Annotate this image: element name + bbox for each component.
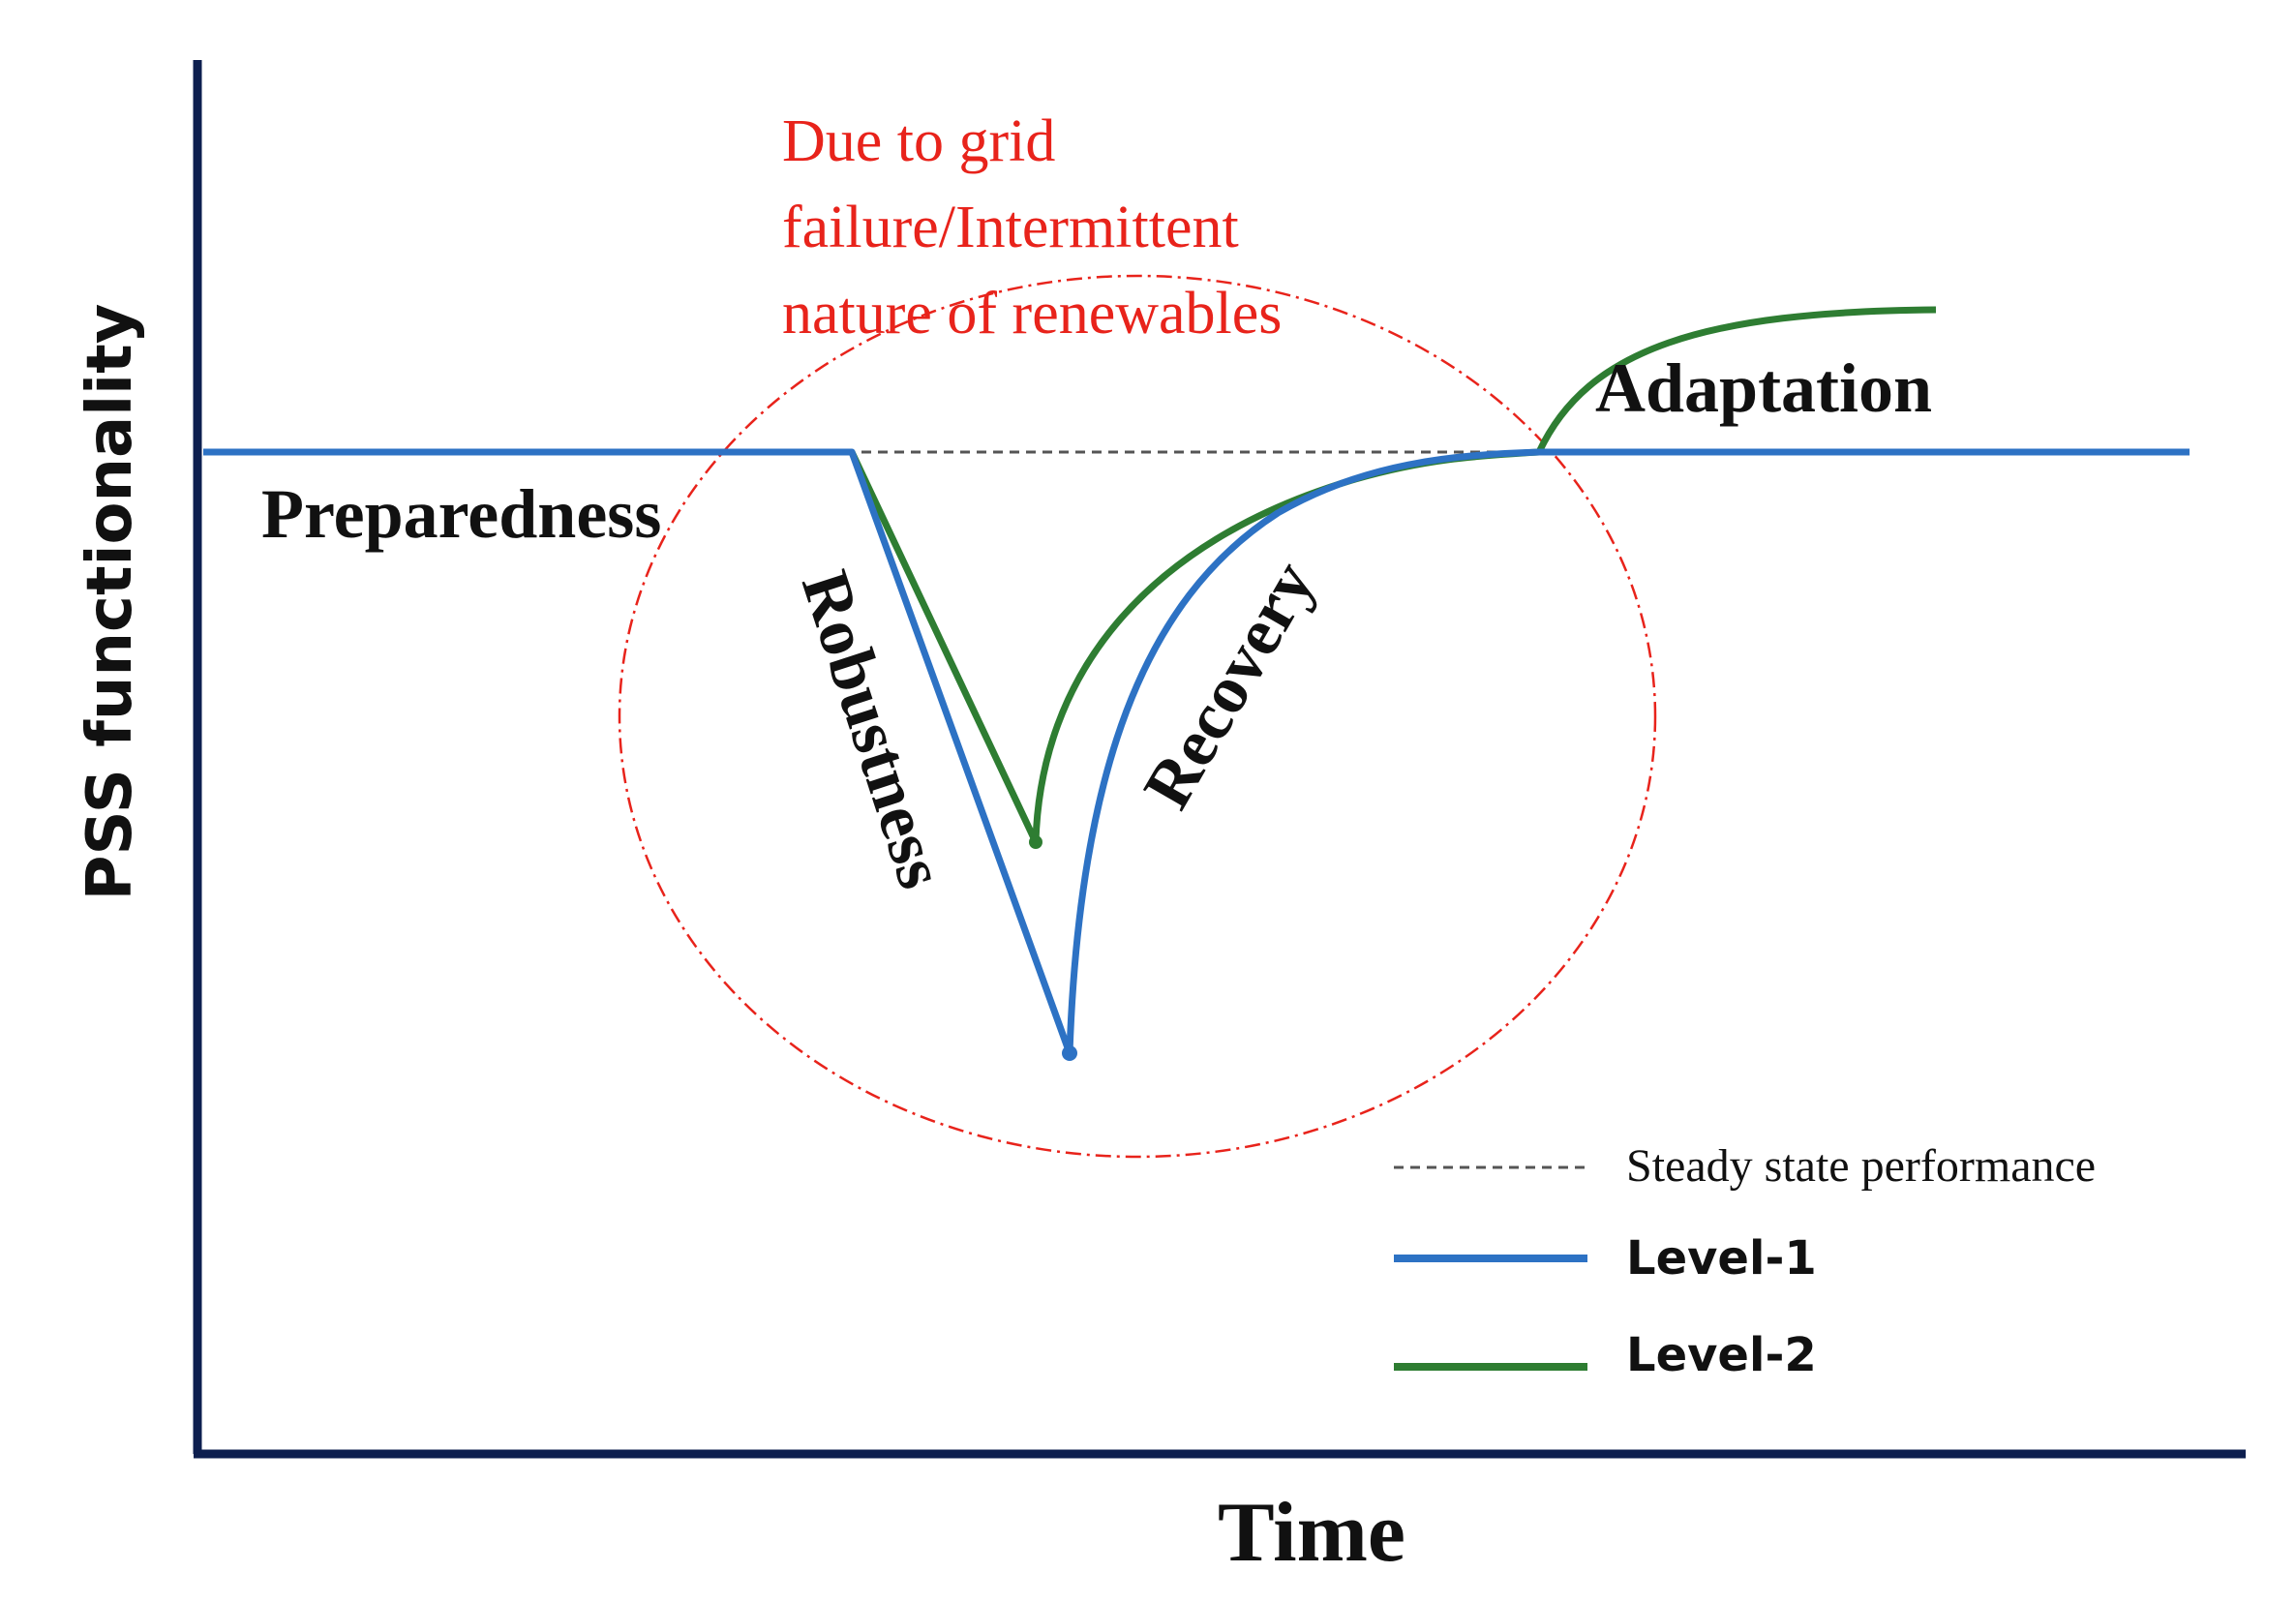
y-axis-label: PSS functionality	[75, 304, 146, 901]
annotation-line-2: failure/Intermittent	[782, 195, 1239, 260]
legend: Steady state performance Level-1 Level-2	[1394, 1140, 2096, 1382]
phase-robustness: Robustness	[787, 562, 959, 897]
phase-adaptation: Adaptation	[1595, 349, 1932, 427]
phase-preparedness: Preparedness	[261, 475, 661, 553]
event-circle	[618, 274, 1657, 1159]
annotation-line-1: Due to grid	[782, 108, 1055, 174]
annotation-line-3: nature of renewables	[782, 281, 1282, 347]
level-1-min-point	[1062, 1045, 1077, 1061]
legend-level-2-label: Level-2	[1626, 1328, 1817, 1382]
legend-steady-label: Steady state performance	[1626, 1140, 2096, 1192]
level-2-min-point	[1029, 835, 1042, 849]
phase-recovery: Recovery	[1130, 549, 1330, 821]
legend-level-1-label: Level-1	[1626, 1231, 1817, 1285]
x-axis-label: Time	[1218, 1486, 1405, 1580]
level-1-curve	[203, 448, 2190, 1057]
